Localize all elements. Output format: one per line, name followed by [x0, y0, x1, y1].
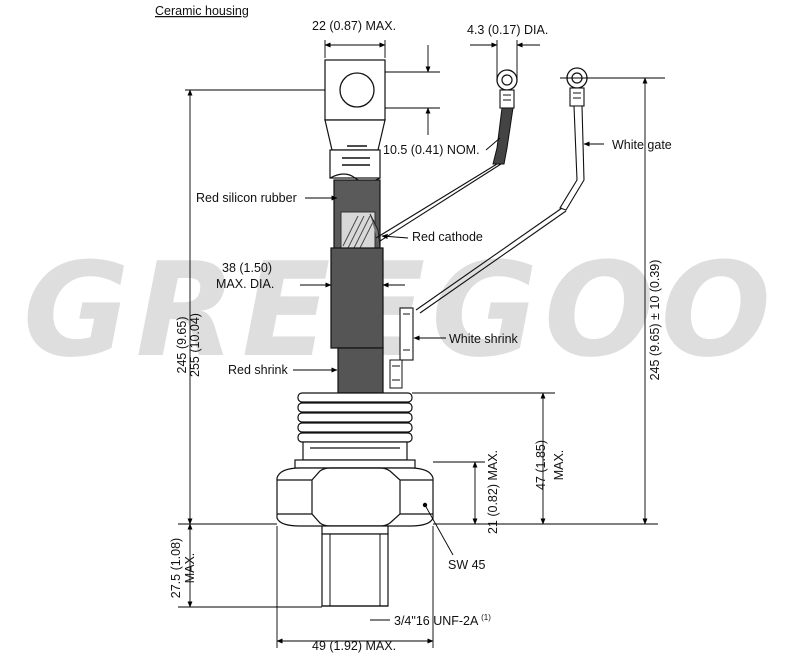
white-gate-label: White gate: [612, 138, 672, 152]
dim-47-label-2: MAX.: [552, 450, 566, 481]
hex-nut: [276, 459, 434, 535]
red-shrink-label: Red shrink: [228, 363, 288, 377]
dim-275-label-2: MAX.: [183, 553, 197, 584]
left-total-label-2: 255 (10.04): [188, 313, 202, 377]
sw-label: SW 45: [448, 558, 486, 572]
terminal-dia-label: 4.3 (0.17) DIA.: [467, 23, 548, 37]
right-total-label: 245 (9.65) ± 10 (0.39): [648, 260, 662, 381]
top-terminal: [324, 59, 386, 183]
bottom-width-label: 49 (1.92) MAX.: [312, 639, 396, 653]
dim-21-label: 21 (0.82) MAX.: [486, 450, 500, 534]
red-cathode-label: Red cathode: [412, 230, 483, 244]
dia-38-label-1: 38 (1.50): [222, 261, 272, 275]
left-total-label-1: 245 (9.65): [175, 317, 189, 374]
threaded-stud: [321, 533, 389, 607]
dimension-lines: [178, 40, 665, 648]
top-width-label: 22 (0.87) MAX.: [312, 19, 396, 33]
ceramic-fins: [297, 392, 413, 461]
rubber-neck: [333, 179, 381, 251]
title-text: Ceramic housing: [155, 4, 249, 18]
thread-spec: 3/4"16 UNF-2A: [394, 614, 479, 628]
cathode-lead: [375, 69, 518, 242]
dim-275-label-1: 27.5 (1.08): [169, 538, 183, 598]
dia-38-label-2: MAX. DIA.: [216, 277, 274, 291]
red-silicon-label: Red silicon rubber: [196, 191, 297, 205]
thread-note: (1): [481, 613, 491, 622]
white-shrink-label: White shrink: [449, 332, 519, 346]
main-body: [330, 247, 384, 394]
dim-47-label-1: 47 (1.85): [534, 440, 548, 490]
thread-label: 3/4"16 UNF-2A (1): [394, 613, 491, 628]
nom-height-label: 10.5 (0.41) NOM.: [383, 143, 480, 157]
